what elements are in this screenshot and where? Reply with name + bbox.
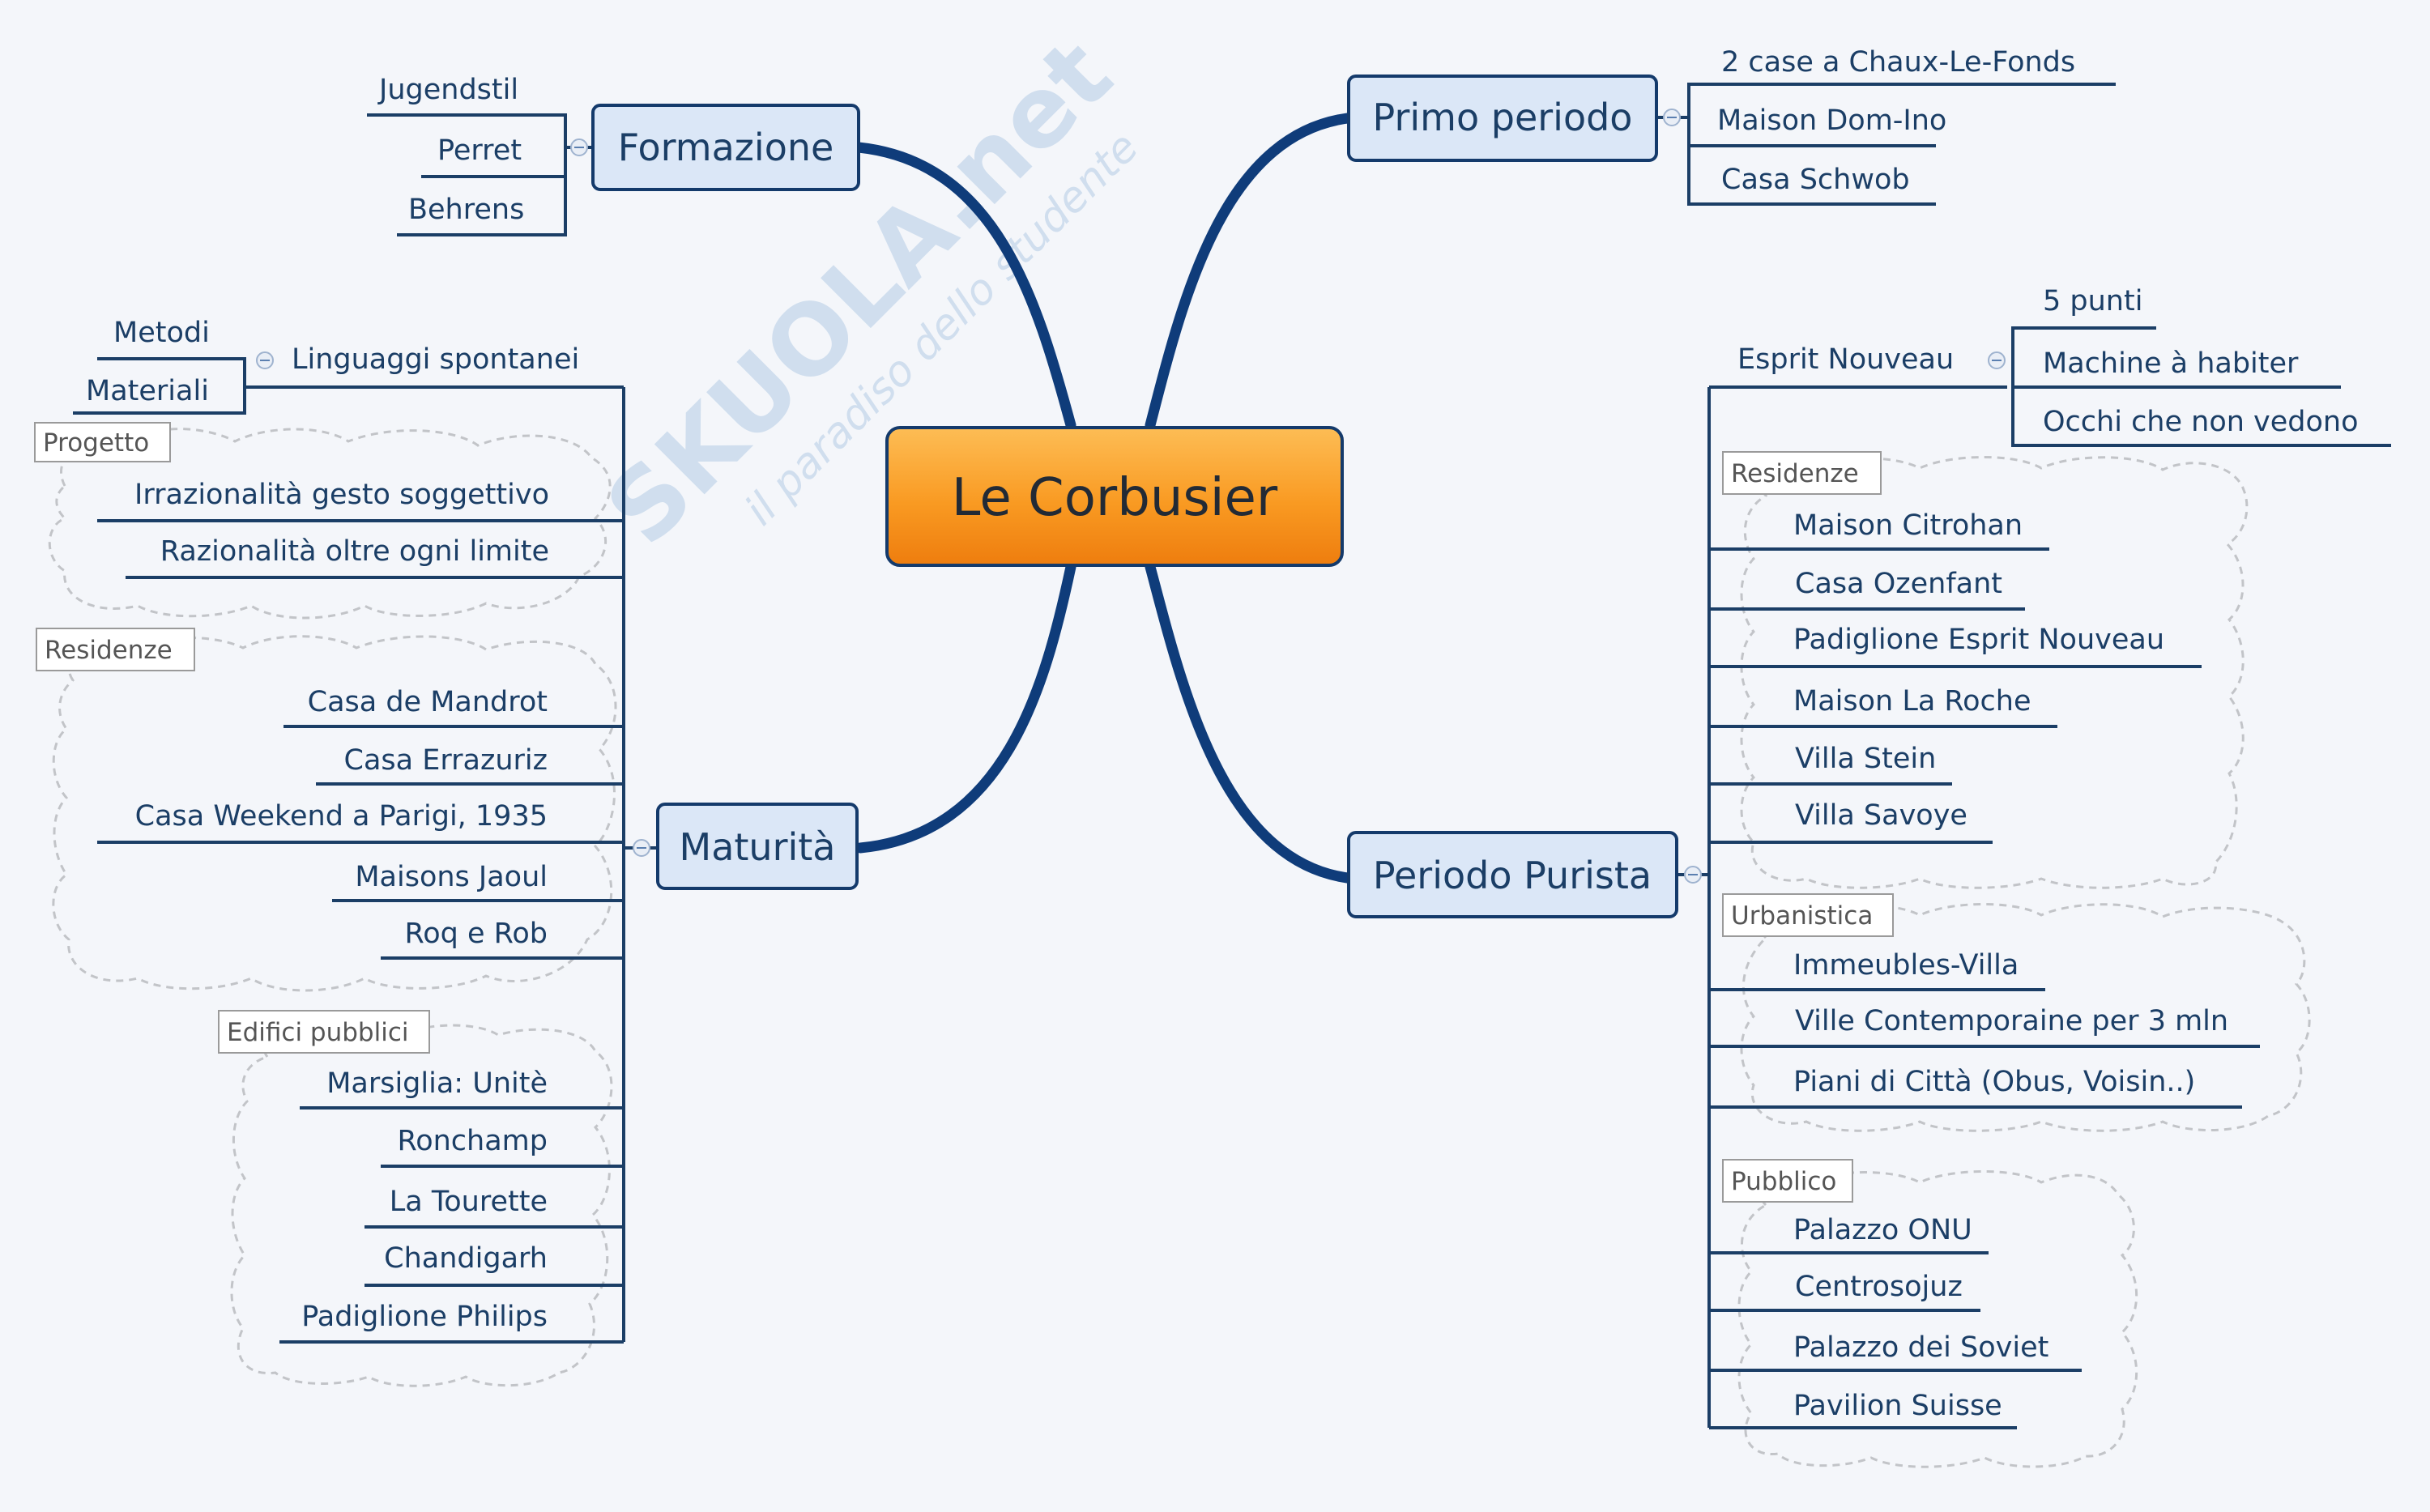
- branch-periodo-purista: [1145, 561, 1360, 884]
- purista-residenze-tag: Residenze: [1722, 451, 1882, 495]
- maturita-progetto-cloud: [48, 428, 612, 620]
- pubblico-pavilion-suisse[interactable]: Pavilion Suisse: [1793, 1390, 2002, 1422]
- purista-residenze-cloud: [1740, 456, 2249, 889]
- purista-collapse-icon[interactable]: [1684, 866, 1702, 884]
- residenza-casa-weekend[interactable]: Casa Weekend a Parigi, 1935: [135, 800, 548, 833]
- urbanistica-immeubles-villa[interactable]: Immeubles-Villa: [1793, 949, 2019, 982]
- maturita-residenze-tag: Residenze: [36, 628, 195, 671]
- purista-residenza-villa-stein[interactable]: Villa Stein: [1795, 743, 1936, 775]
- formazione-title: Formazione: [618, 126, 834, 169]
- formazione-item-perret[interactable]: Perret: [437, 134, 522, 167]
- esprit-nouveau-collapse-icon[interactable]: [1988, 351, 2006, 369]
- progetto-item-razionalita[interactable]: Razionalità oltre ogni limite: [160, 535, 549, 568]
- purista-residenze-tag-label: Residenze: [1731, 459, 1859, 488]
- residenza-maisons-jaoul[interactable]: Maisons Jaoul: [355, 861, 548, 893]
- progetto-tag: Progetto: [34, 422, 171, 462]
- residenza-casa-de-mandrot[interactable]: Casa de Mandrot: [308, 686, 548, 718]
- periodo-purista-group: Periodo Purista Esprit Nouveau 5 punti M…: [1347, 285, 2391, 1468]
- maturita-title: Maturità: [680, 825, 836, 869]
- purista-residenza-padiglione-esprit[interactable]: Padiglione Esprit Nouveau: [1793, 624, 2164, 656]
- edificio-la-tourette[interactable]: La Tourette: [390, 1186, 548, 1218]
- purista-urbanistica-cloud: [1740, 903, 2311, 1132]
- formazione-item-behrens[interactable]: Behrens: [408, 194, 524, 226]
- edificio-ronchamp[interactable]: Ronchamp: [397, 1125, 548, 1157]
- pubblico-palazzo-onu[interactable]: Palazzo ONU: [1793, 1214, 1972, 1246]
- linguaggi-collapse-icon[interactable]: [256, 351, 274, 369]
- purista-pubblico-cloud: [1737, 1170, 2138, 1468]
- purista-residenza-maison-la-roche[interactable]: Maison La Roche: [1793, 685, 2031, 718]
- primo-periodo-title: Primo periodo: [1373, 96, 1633, 139]
- branch-primo-periodo: [1145, 112, 1360, 431]
- purista-residenza-villa-savoye[interactable]: Villa Savoye: [1795, 799, 1967, 832]
- purista-residenza-casa-ozenfant[interactable]: Casa Ozenfant: [1795, 568, 2002, 600]
- progetto-tag-label: Progetto: [43, 428, 149, 458]
- primo-item-casa-schwob[interactable]: Casa Schwob: [1721, 164, 1910, 196]
- edifici-pubblici-tag: Edifici pubblici: [218, 1010, 430, 1054]
- center-title: Le Corbusier: [952, 468, 1278, 528]
- periodo-purista-node[interactable]: Periodo Purista: [1347, 831, 1678, 918]
- primo-item-maison-dom-ino[interactable]: Maison Dom-Ino: [1717, 104, 1946, 137]
- esprit-item-5-punti[interactable]: 5 punti: [2043, 285, 2142, 317]
- branch-maturita: [855, 561, 1076, 854]
- linguaggi-item-metodi[interactable]: Metodi: [113, 317, 210, 349]
- formazione-node[interactable]: Formazione: [591, 104, 860, 191]
- pubblico-centrosojuz[interactable]: Centrosojuz: [1795, 1271, 1963, 1303]
- progetto-item-irrazionalita[interactable]: Irrazionalità gesto soggettivo: [134, 479, 549, 511]
- urbanistica-tag-label: Urbanistica: [1731, 901, 1873, 931]
- urbanistica-ville-contemporaine[interactable]: Ville Contemporaine per 3 mln: [1795, 1005, 2228, 1037]
- pubblico-tag-label: Pubblico: [1731, 1167, 1836, 1196]
- primo-periodo-group: Primo periodo 2 case a Chaux-Le-Fonds Ma…: [1347, 46, 2116, 206]
- esprit-item-machine-a-habiter[interactable]: Machine à habiter: [2043, 347, 2299, 380]
- periodo-purista-title: Periodo Purista: [1373, 854, 1652, 897]
- formazione-group: Formazione Jugendstil Perret Behrens: [367, 74, 860, 236]
- urbanistica-tag: Urbanistica: [1722, 893, 1894, 937]
- edificio-padiglione-philips[interactable]: Padiglione Philips: [301, 1301, 548, 1333]
- primo-item-chaux-le-fonds[interactable]: 2 case a Chaux-Le-Fonds: [1721, 46, 2075, 79]
- branch-connectors: [853, 112, 1360, 884]
- urbanistica-piani-di-citta[interactable]: Piani di Città (Obus, Voisin..): [1793, 1066, 2195, 1098]
- maturita-collapse-icon[interactable]: [633, 839, 650, 857]
- esprit-nouveau[interactable]: Esprit Nouveau: [1737, 343, 1954, 376]
- center-node[interactable]: Le Corbusier: [885, 426, 1344, 567]
- branch-formazione: [853, 142, 1076, 431]
- edifici-pubblici-tag-label: Edifici pubblici: [227, 1018, 408, 1047]
- edificio-chandigarh[interactable]: Chandigarh: [384, 1242, 548, 1275]
- maturita-residenze-tag-label: Residenze: [45, 636, 173, 665]
- primo-periodo-collapse-icon[interactable]: [1663, 109, 1681, 126]
- purista-residenza-maison-citrohan[interactable]: Maison Citrohan: [1793, 509, 2023, 542]
- linguaggi-item-materiali[interactable]: Materiali: [86, 375, 209, 407]
- formazione-collapse-icon[interactable]: [570, 138, 588, 156]
- esprit-item-occhi-che-non-vedono[interactable]: Occhi che non vedono: [2043, 406, 2359, 438]
- pubblico-palazzo-dei-soviet[interactable]: Palazzo dei Soviet: [1793, 1331, 2048, 1364]
- residenza-roq-e-rob[interactable]: Roq e Rob: [404, 918, 548, 950]
- formazione-item-jugendstil[interactable]: Jugendstil: [377, 74, 518, 106]
- maturita-group: Maturità Linguaggi spontanei Metodi Mate…: [34, 317, 859, 1387]
- edificio-marsiglia[interactable]: Marsiglia: Unitè: [326, 1067, 548, 1100]
- residenza-casa-errazuriz[interactable]: Casa Errazuriz: [344, 744, 548, 777]
- pubblico-tag: Pubblico: [1722, 1159, 1853, 1203]
- linguaggi-spontanei[interactable]: Linguaggi spontanei: [292, 343, 579, 376]
- maturita-node[interactable]: Maturità: [656, 803, 859, 890]
- primo-periodo-node[interactable]: Primo periodo: [1347, 75, 1658, 162]
- maturita-edifici-cloud: [230, 1024, 613, 1387]
